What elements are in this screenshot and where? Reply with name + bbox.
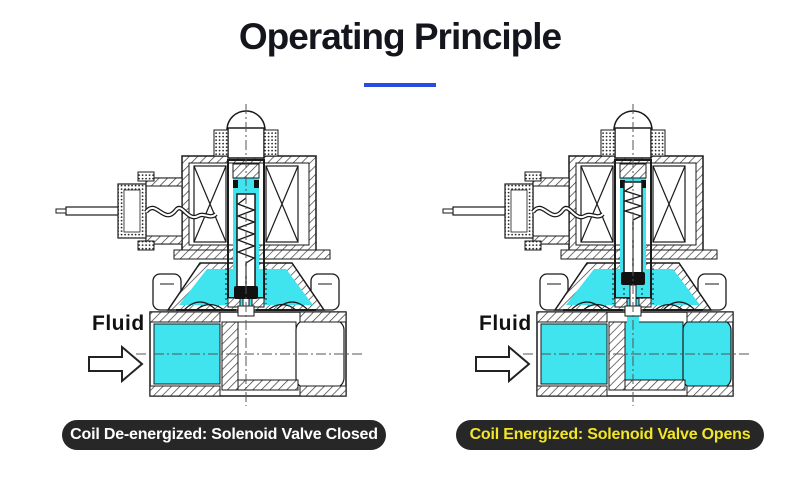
solenoid-valve-closed-drawing [55,104,362,406]
caption-valve-closed: Coil De-energized: Solenoid Valve Closed [62,420,386,450]
solenoid-valve-open-drawing [442,104,749,406]
title-underline [364,83,436,87]
coil-windings [193,165,299,243]
cable-connector [442,171,605,251]
inlet-threads [536,311,608,323]
diaphragm [563,301,703,311]
outlet-threads [299,311,347,323]
plunger-assembly-closed [234,193,258,299]
valve-bonnet [166,262,326,311]
cable-connector [55,171,218,251]
body-partition [221,321,239,391]
diagram-valve-open: Fluid Coil Energized: Solenoid Valve Ope… [437,100,777,458]
connector-pin [452,206,506,216]
centerlines [523,104,749,406]
plunger-assembly-open [621,181,645,285]
fluid-flow-arrow-icon [475,344,531,384]
seal-disc-open [621,272,645,285]
fluid-flow-arrow-icon [88,344,144,384]
top-dome-cap [600,110,666,159]
body-partition [608,321,626,391]
caption-valve-open: Coil Energized: Solenoid Valve Opens [456,420,764,450]
coil-windings [580,165,686,243]
inlet-threads [149,311,221,323]
fluid-label: Fluid [479,312,532,335]
diagram-valve-closed: Fluid Coil De-energized: Solenoid Valve … [50,100,390,458]
top-dome-cap [213,110,279,159]
fluid-label: Fluid [92,312,145,335]
flow-dotted-lines [225,268,267,304]
centerlines [136,104,362,406]
diaphragm [176,301,316,311]
center-chamber [237,321,297,381]
outlet-threads [686,311,734,323]
connector-pin [65,206,119,216]
center-chamber-fluid [624,321,684,381]
page-title: Operating Principle [238,16,562,57]
